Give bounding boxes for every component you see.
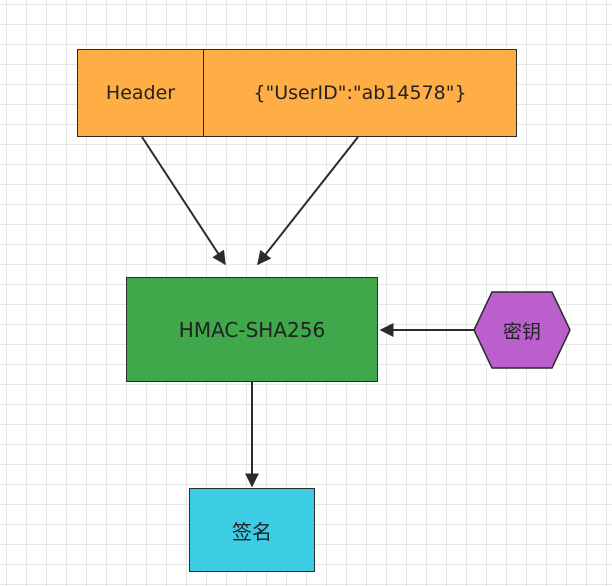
key-node-label: 密钥 bbox=[502, 320, 541, 343]
signature-node-label: 签名 bbox=[232, 519, 272, 544]
hmac-sha256-node: HMAC-SHA256 bbox=[126, 277, 378, 382]
signature-node: 签名 bbox=[189, 488, 315, 572]
hmac-node-label: HMAC-SHA256 bbox=[178, 317, 326, 342]
payload-node: {"UserID":"ab14578"} bbox=[203, 49, 517, 137]
header-node: Header bbox=[77, 49, 204, 137]
header-node-label: Header bbox=[105, 82, 176, 104]
edge-header-to-hmac bbox=[141, 136, 226, 266]
payload-node-label: {"UserID":"ab14578"} bbox=[253, 82, 467, 104]
edge-payload-to-hmac bbox=[257, 136, 359, 266]
